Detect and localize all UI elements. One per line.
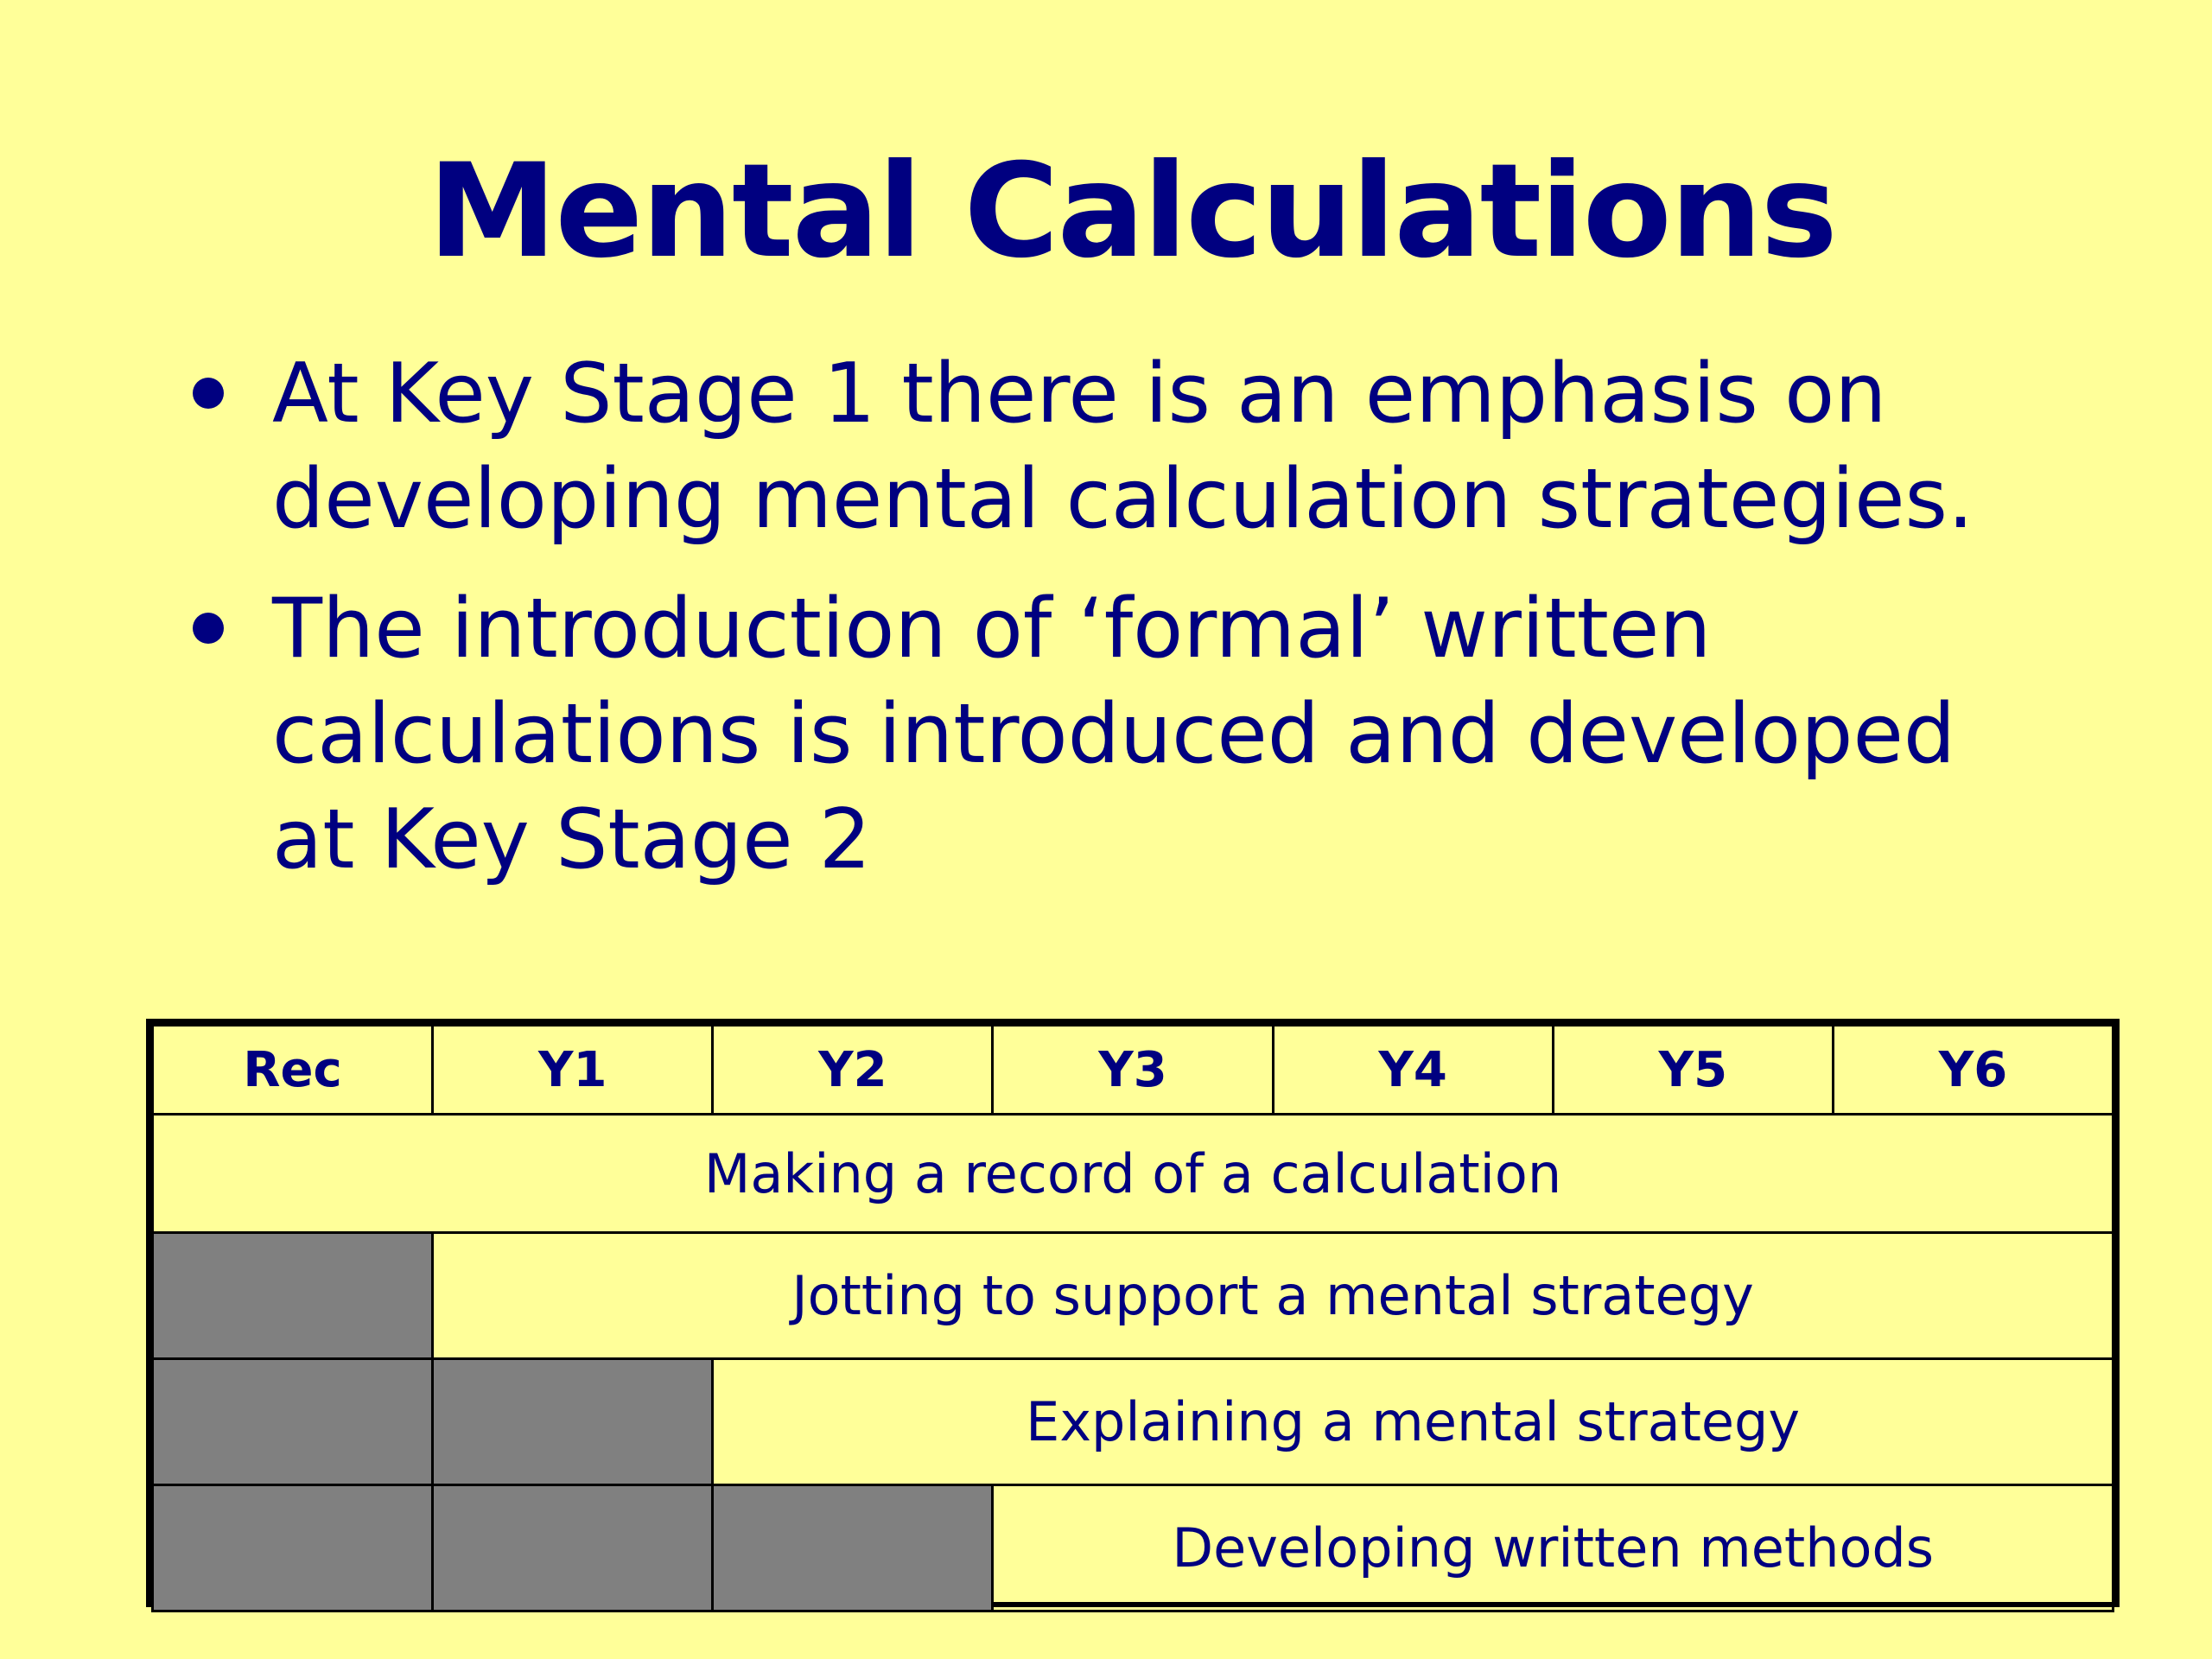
header-y2: Y2 <box>711 1024 995 1116</box>
header-y4: Y4 <box>1271 1024 1554 1116</box>
table-row: Jotting to support a mental strategy <box>150 1231 2114 1360</box>
band-written-methods: Developing written methods <box>991 1484 2114 1612</box>
bullet-item: The introduction of ‘formal’ written cal… <box>186 576 2044 893</box>
band-jotting: Jotting to support a mental strategy <box>431 1231 2114 1360</box>
grey-cell <box>150 1357 435 1486</box>
table-row: Explaining a mental strategy <box>150 1357 2114 1486</box>
table-header-row: Rec Y1 Y2 Y3 Y4 Y5 Y6 <box>150 1024 2115 1116</box>
header-rec: Rec <box>150 1024 435 1116</box>
progression-table: Rec Y1 Y2 Y3 Y4 Y5 Y6 Making a record of… <box>146 1019 2120 1612</box>
bullet-dot-icon <box>193 378 224 409</box>
slide-title: Mental Calculations <box>428 137 1838 287</box>
table-row: Making a record of a calculation <box>151 1113 2114 1234</box>
bullet-item: At Key Stage 1 there is an emphasis on d… <box>186 341 2044 552</box>
header-y1: Y1 <box>431 1024 715 1116</box>
grey-cell <box>150 1231 435 1360</box>
bullet-text: The introduction of ‘formal’ written cal… <box>272 582 1956 887</box>
header-y6: Y6 <box>1831 1024 2115 1116</box>
bullet-dot-icon <box>193 613 224 644</box>
grey-cell <box>150 1484 435 1612</box>
header-y5: Y5 <box>1551 1024 1834 1116</box>
band-making-record: Making a record of a calculation <box>151 1113 2114 1234</box>
bullet-text: At Key Stage 1 there is an emphasis on d… <box>272 346 1974 547</box>
progression-table-grid: Rec Y1 Y2 Y3 Y4 Y5 Y6 Making a record of… <box>150 1024 2115 1612</box>
grey-cell <box>711 1484 995 1612</box>
band-explaining: Explaining a mental strategy <box>711 1357 2114 1486</box>
grey-cell <box>431 1484 715 1612</box>
table-row: Developing written methods <box>150 1484 2114 1612</box>
bullet-list: At Key Stage 1 there is an emphasis on d… <box>186 341 2044 917</box>
header-y3: Y3 <box>991 1024 1274 1116</box>
grey-cell <box>431 1357 715 1486</box>
